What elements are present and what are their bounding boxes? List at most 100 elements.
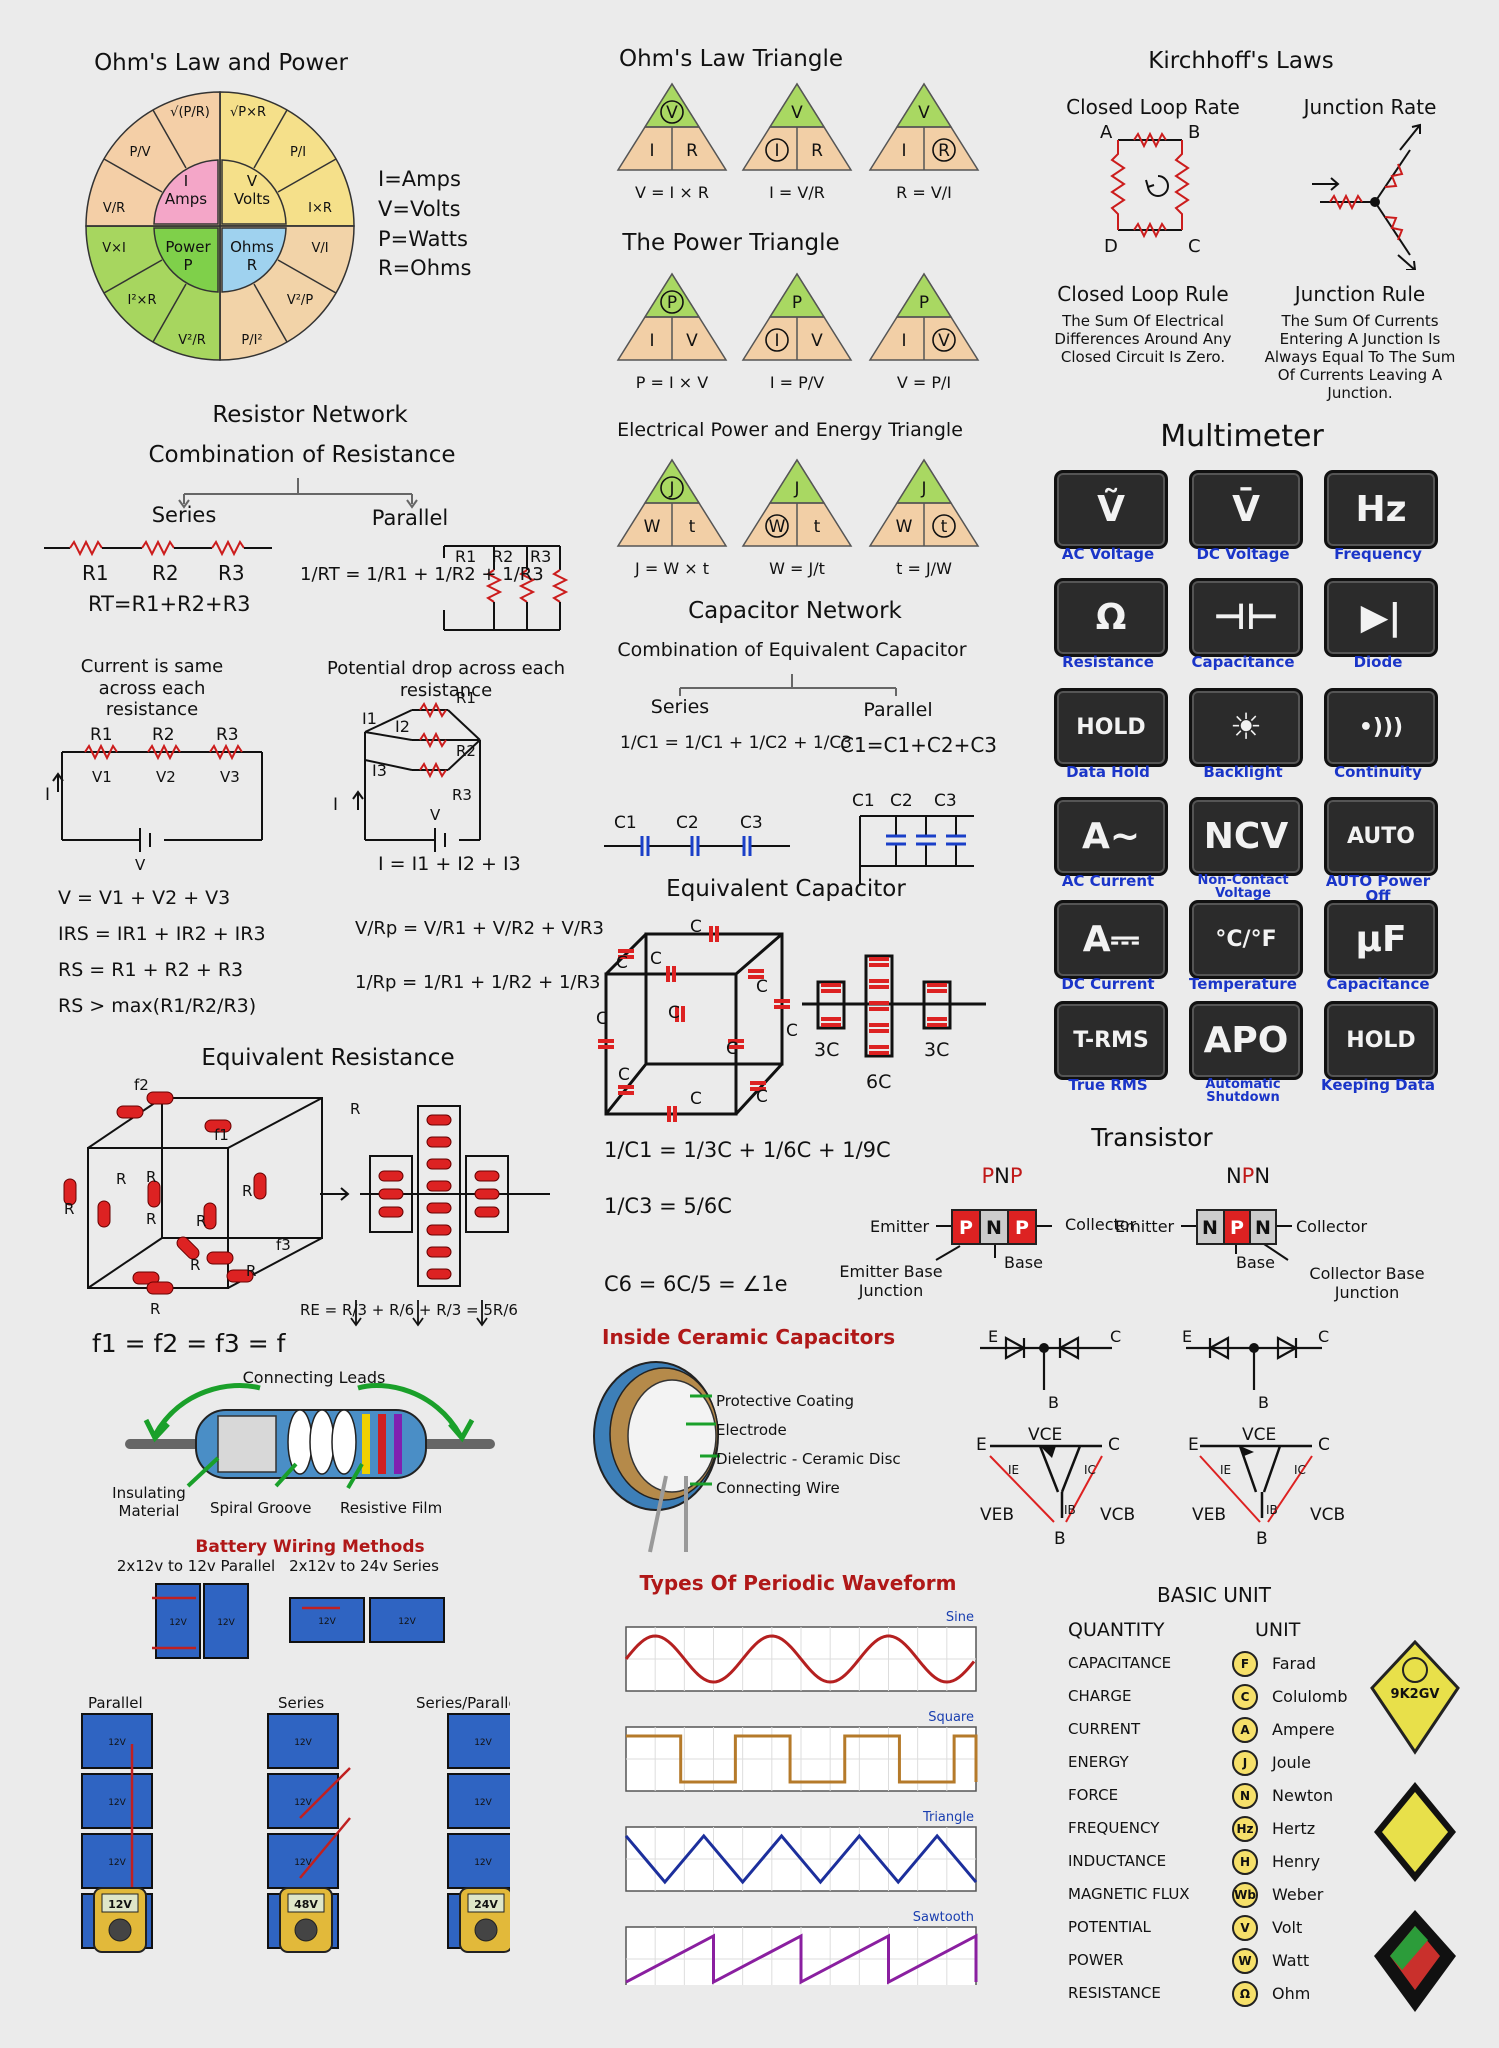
multimeter-mode-4[interactable]: ⊣⊢: [1189, 578, 1303, 657]
circuit-v1: V1: [92, 768, 112, 786]
multimeter-mode-1[interactable]: V̄: [1189, 470, 1303, 549]
resistor-title: Resistor Network: [212, 402, 408, 428]
wheel-amps: Amps: [165, 190, 207, 208]
battery-s-label: Series: [278, 1694, 324, 1712]
unit-symbol-8: V: [1232, 1915, 1258, 1941]
power_triangle-2-top: P: [919, 293, 929, 313]
multimeter-mode-10[interactable]: NCV: [1189, 797, 1303, 876]
multimeter-symbol-7-icon: ☀: [1229, 707, 1263, 748]
unit-symbol-badge-8: V: [1232, 1915, 1258, 1941]
multimeter-label-0: AC Voltage: [1061, 545, 1155, 563]
multimeter-symbol-8-icon: •))): [1358, 715, 1404, 740]
multimeter-mode-14[interactable]: μF: [1324, 900, 1438, 979]
junction-rule-title: Junction Rule: [1294, 282, 1426, 306]
wheel-outer-6: P/I²: [241, 333, 262, 348]
unit-quantity-6: INDUCTANCE: [1068, 1852, 1167, 1870]
unit-quantity-3: ENERGY: [1068, 1753, 1129, 1771]
energy-f1: J = W × t: [635, 559, 709, 578]
circuit-v2: V2: [156, 768, 176, 786]
parallel-r3: R3: [530, 547, 551, 566]
par-i1: I1: [362, 709, 377, 728]
multimeter-mode-6[interactable]: HOLD: [1054, 688, 1168, 767]
ladder-resistor-0: [378, 1170, 404, 1182]
parallel-cell-1: [155, 1583, 201, 1659]
unit-symbol-2: A: [1232, 1717, 1258, 1743]
unit-quantity-2: CURRENT: [1068, 1720, 1141, 1738]
r-label-2: R: [146, 1168, 156, 1186]
battery-p-label: Parallel: [88, 1694, 143, 1712]
power_triangle-1-top: P: [792, 293, 802, 313]
corner-d: D: [1104, 236, 1118, 257]
unit-symbol-1: C: [1232, 1684, 1258, 1710]
ohm-triangle-title: Ohm's Law Triangle: [618, 46, 844, 72]
p-stack-0-label: 12V: [108, 1738, 126, 1748]
npn-vce: VCE: [1242, 1425, 1276, 1445]
legend-volts: V=Volts: [378, 196, 461, 221]
p-stack-2-label: 12V: [108, 1858, 126, 1868]
multimeter-label-9: AC Current: [1061, 872, 1155, 890]
npn-label: NPN: [1226, 1164, 1270, 1188]
unit-name-4: Newton: [1272, 1786, 1334, 1805]
multimeter-symbol-11-icon: AUTO: [1347, 824, 1415, 849]
multimeter-mode-11[interactable]: AUTO: [1324, 797, 1438, 876]
pnp-n: N: [986, 1217, 1002, 1239]
multimeter-mode-9[interactable]: A~: [1054, 797, 1168, 876]
multimeter-mode-5[interactable]: ▶|: [1324, 578, 1438, 657]
multimeter-label-6: Data Hold: [1066, 763, 1150, 781]
multimeter-symbol-15-icon: T-RMS: [1073, 1028, 1149, 1053]
multimeter-mode-12[interactable]: A⎓: [1054, 900, 1168, 979]
multimeter-mode-15[interactable]: T-RMS: [1054, 1001, 1168, 1080]
series-c3: C3: [740, 813, 763, 833]
battery-parallel-label: 2x12v to 12v Parallel: [116, 1557, 276, 1575]
parallel-r2: R2: [492, 547, 513, 566]
s-stack-1-label: 12V: [294, 1798, 312, 1808]
circuit-r1: R1: [90, 725, 113, 745]
multimeter-mode-8[interactable]: •))): [1324, 688, 1438, 767]
multimeter-mode-2[interactable]: Hz: [1324, 470, 1438, 549]
sp-stack-1-label: 12V: [474, 1798, 492, 1808]
cube-c-11: C: [756, 1087, 768, 1107]
unit-name-0: Farad: [1272, 1654, 1317, 1673]
unit-name-9: Watt: [1272, 1951, 1310, 1970]
power_triangle-0-right: V: [686, 331, 698, 351]
power_triangle-2-left: I: [901, 331, 906, 351]
multimeter-symbol-17-icon: HOLD: [1346, 1028, 1416, 1053]
triangle-0-top: V: [666, 103, 678, 123]
capacitor-series-formula: 1/C1 = 1/C1 + 1/C2 + 1/C3: [620, 733, 853, 753]
multimeter-symbol-14-icon: μF: [1355, 919, 1407, 960]
multimeter-label-4: Capacitance: [1191, 653, 1295, 671]
ladder-resistor-2: [378, 1206, 404, 1218]
ladder-resistor-6: [426, 1180, 452, 1192]
junction-rule-text: The Sum Of Currents Entering A Junction …: [1264, 312, 1456, 402]
ceramic-label-0: Protective Coating: [716, 1392, 854, 1410]
multimeter-mode-16[interactable]: APO: [1189, 1001, 1303, 1080]
multimeter-mode-13[interactable]: °C/°F: [1189, 900, 1303, 979]
diode2-b: B: [1258, 1393, 1269, 1412]
cube-c-8: C: [786, 1021, 798, 1041]
ceramic-label-2: Dielectric - Ceramic Disc: [716, 1449, 901, 1468]
closed-loop-rate: Closed Loop Rate: [1066, 95, 1240, 119]
series-r1: R1: [82, 561, 109, 585]
triangle-1-top: V: [791, 103, 803, 123]
multimeter-mode-17[interactable]: HOLD: [1324, 1001, 1438, 1080]
pnp-vcb: VCB: [1100, 1505, 1135, 1525]
current-same-note: Current is same across each resistance: [80, 656, 224, 721]
multimeter-mode-7[interactable]: ☀: [1189, 688, 1303, 767]
circuit-r3: R3: [216, 725, 239, 745]
npn-base: Base: [1236, 1253, 1275, 1272]
cube-resistor-5: [253, 1172, 267, 1200]
multimeter-mode-3[interactable]: Ω: [1054, 578, 1168, 657]
unit-symbol-badge-10: Ω: [1232, 1981, 1258, 2007]
cube-c-3: C: [650, 949, 662, 969]
parallel-cell-1-label: 12V: [169, 1618, 187, 1628]
unit-symbol-badge-4: N: [1232, 1783, 1258, 1809]
unit-symbol-0: F: [1232, 1651, 1258, 1677]
waveform-trace-0: [624, 1634, 976, 1684]
multimeter-mode-0[interactable]: Ṽ: [1054, 470, 1168, 549]
ladder-resistor-12: [474, 1188, 500, 1200]
ladder-resistor-5: [426, 1158, 452, 1170]
waveform-trace-1: [626, 1734, 978, 1784]
equiv-cap-title: Equivalent Capacitor: [666, 876, 906, 902]
battery-sp-label: Series/Parallel: [416, 1694, 510, 1712]
